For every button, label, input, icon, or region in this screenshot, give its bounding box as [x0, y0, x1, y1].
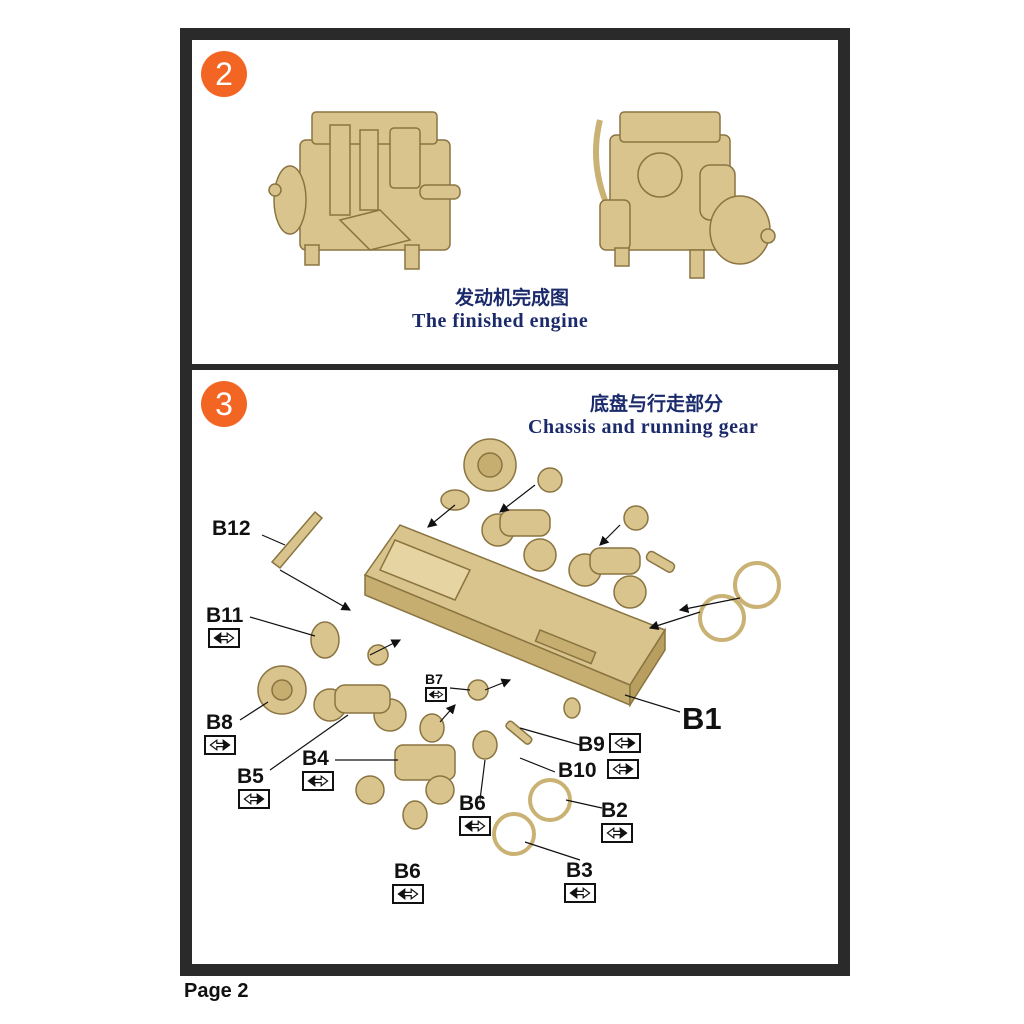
label-b7: B7 — [425, 671, 443, 687]
left-right-pair-icon — [302, 771, 334, 791]
wheel-b11 — [310, 621, 340, 659]
wheels-b6 — [402, 713, 498, 830]
engine-front-view — [268, 111, 461, 270]
bogie-top-left — [481, 509, 557, 572]
left-right-pair-icon — [238, 789, 270, 809]
bogie-top-right — [568, 547, 676, 609]
left-right-pair-icon — [392, 884, 424, 904]
wheels-b2-b3 — [492, 778, 572, 856]
chassis-frame — [363, 524, 667, 708]
label-b1: B1 — [682, 701, 722, 736]
step-2-caption-english: The finished engine — [412, 310, 589, 332]
left-right-pair-icon — [208, 628, 240, 648]
page-number: Page 2 — [184, 980, 249, 1002]
leader-lines — [239, 534, 681, 861]
road-wheels-right — [698, 561, 781, 642]
label-b10: B10 — [558, 759, 597, 782]
label-b9: B9 — [578, 733, 605, 756]
left-right-pair-icon — [564, 883, 596, 903]
sprocket-b8 — [257, 665, 307, 715]
label-b2: B2 — [601, 799, 628, 822]
assembly-arrows — [279, 484, 741, 723]
step-2-caption-chinese: 发动机完成图 — [455, 287, 570, 309]
bogie-b5 — [313, 684, 407, 732]
left-right-pair-icon — [601, 823, 633, 843]
step-3-caption-chinese: 底盘与行走部分 — [590, 393, 724, 415]
label-b6-upper: B6 — [459, 792, 486, 815]
label-b8: B8 — [206, 711, 233, 734]
shaft-b12 — [270, 510, 324, 570]
step-3-caption-english: Chassis and running gear — [528, 416, 759, 438]
left-right-pair-icon — [459, 816, 491, 836]
idler-top — [537, 467, 649, 531]
label-b5: B5 — [237, 765, 264, 788]
part-b7 — [367, 644, 489, 701]
left-right-pair-icon — [204, 735, 236, 755]
parts-b9-b10 — [505, 697, 581, 745]
label-b12: B12 — [212, 517, 251, 540]
sprocket-top — [440, 438, 517, 511]
engine-rear-view — [593, 111, 776, 279]
step-2-badge: 2 — [201, 51, 247, 97]
left-right-pair-icon — [609, 733, 641, 753]
bogie-b4 — [355, 744, 456, 805]
left-right-pair-icon — [425, 687, 447, 702]
step-3-badge: 3 — [201, 381, 247, 427]
left-right-pair-icon — [607, 759, 639, 779]
label-b6-lower: B6 — [394, 860, 421, 883]
label-b4: B4 — [302, 747, 329, 770]
label-b11: B11 — [206, 604, 244, 627]
label-b3: B3 — [566, 859, 593, 882]
